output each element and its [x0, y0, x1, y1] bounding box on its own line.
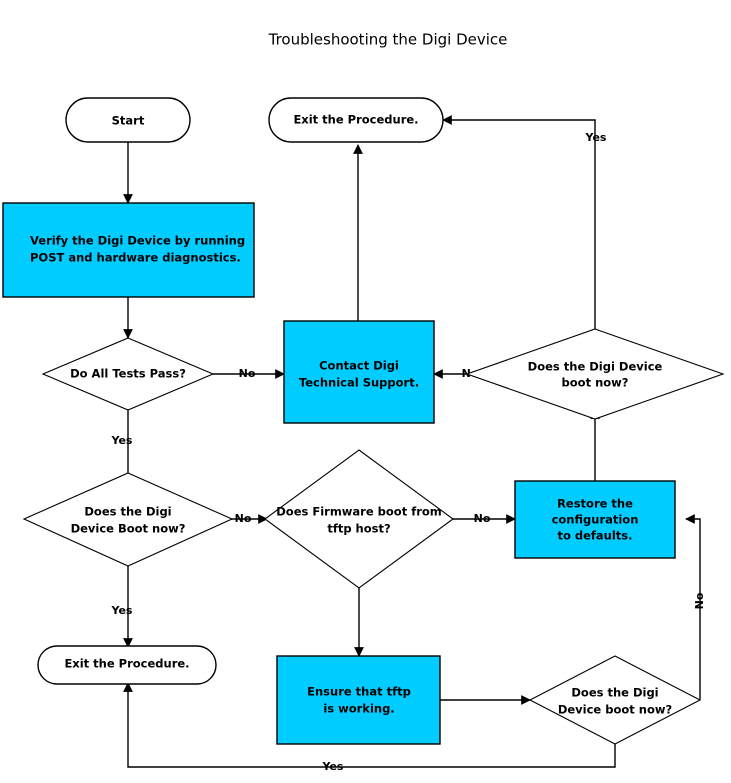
edge-label-no-boot-ml: No	[235, 512, 252, 525]
node-firmware[interactable]: Does Firmware boot from tftp host?	[264, 449, 454, 589]
node-boot-tr-label-line2: boot now?	[562, 376, 629, 390]
boot-now-mid-left-shape	[22, 472, 234, 567]
node-ensure-tftp-label-line1: Ensure that tftp	[307, 685, 411, 699]
node-tests-pass[interactable]: Do All Tests Pass?	[41, 337, 215, 411]
exit-top-shape	[268, 97, 444, 143]
tests-pass-shape	[41, 337, 215, 411]
start-shape	[65, 97, 191, 143]
edge-label-no-boot-br: No	[693, 592, 706, 609]
node-boot-now-mid-left[interactable]: Does the Digi Device Boot now?	[22, 472, 234, 567]
node-verify-label-line2: POST and hardware diagnostics.	[30, 251, 241, 265]
node-tests-pass-label: Do All Tests Pass?	[70, 367, 186, 381]
node-contact-label-line2: Technical Support.	[299, 376, 419, 390]
ensure-tftp-shape	[276, 655, 441, 745]
edge-label-yes-boot-ml: Yes	[111, 604, 133, 617]
connector-boot-br-yes-to-exit-bottom	[123, 682, 616, 768]
node-firmware-label-line2: tftp host?	[327, 522, 390, 536]
node-ensure-tftp-label-line2: is working.	[323, 702, 394, 716]
node-firmware-label-line1: Does Firmware boot from	[276, 505, 442, 519]
node-restore-label-line1: Restore the	[557, 497, 633, 511]
node-restore-label-line2: configuration	[552, 513, 639, 527]
node-contact-label-line1: Contact Digi	[319, 359, 399, 373]
edge-label-yes-boot-tr: Yes	[585, 131, 607, 144]
node-boot-br-label-line2: Device boot now?	[558, 703, 672, 717]
node-restore[interactable]: Restore the configuration to defaults.	[514, 480, 676, 559]
node-contact[interactable]: Contact Digi Technical Support.	[283, 320, 435, 424]
connector-boot-tr-yes-to-exit-top	[442, 115, 596, 338]
boot-now-top-right-shape	[465, 328, 725, 420]
node-verify[interactable]: Verify the Digi Device by running POST a…	[2, 202, 255, 298]
node-start-label: Start	[112, 114, 145, 128]
contact-shape	[283, 320, 435, 424]
node-verify-label-line1: Verify the Digi Device by running	[30, 234, 245, 248]
connector-boot-br-no-to-restore	[685, 514, 701, 700]
node-exit-top[interactable]: Exit the Procedure.	[268, 97, 444, 143]
boot-now-bottom-right-shape	[528, 655, 702, 745]
restore-shape	[514, 480, 676, 559]
node-boot-br-label-line1: Does the Digi	[571, 686, 658, 700]
node-boot-now-bottom-right[interactable]: Does the Digi Device boot now?	[528, 655, 702, 745]
node-boot-now-top-right[interactable]: Does the Digi Device boot now?	[465, 328, 725, 420]
node-boot-ml-label-line1: Does the Digi	[84, 505, 171, 519]
edge-label-no-firmware: No	[474, 512, 491, 525]
page-title: Troubleshooting the Digi Device	[268, 31, 508, 49]
edge-label-no-tests-pass: No	[239, 367, 256, 380]
exit-bottom-shape	[37, 645, 217, 685]
node-ensure-tftp[interactable]: Ensure that tftp is working.	[276, 655, 441, 745]
edge-label-yes-boot-br: Yes	[322, 760, 344, 773]
node-boot-ml-label-line2: Device Boot now?	[71, 522, 186, 536]
node-boot-tr-label-line1: Does the Digi Device	[528, 360, 663, 374]
node-start[interactable]: Start	[65, 97, 191, 143]
node-restore-label-line3: to defaults.	[557, 529, 632, 543]
node-exit-bottom[interactable]: Exit the Procedure.	[37, 645, 217, 685]
verify-shape	[2, 202, 255, 298]
firmware-shape	[264, 449, 454, 589]
node-exit-bottom-label: Exit the Procedure.	[64, 657, 189, 671]
node-exit-top-label: Exit the Procedure.	[293, 113, 418, 127]
edge-label-yes-tests-pass: Yes	[111, 434, 133, 447]
